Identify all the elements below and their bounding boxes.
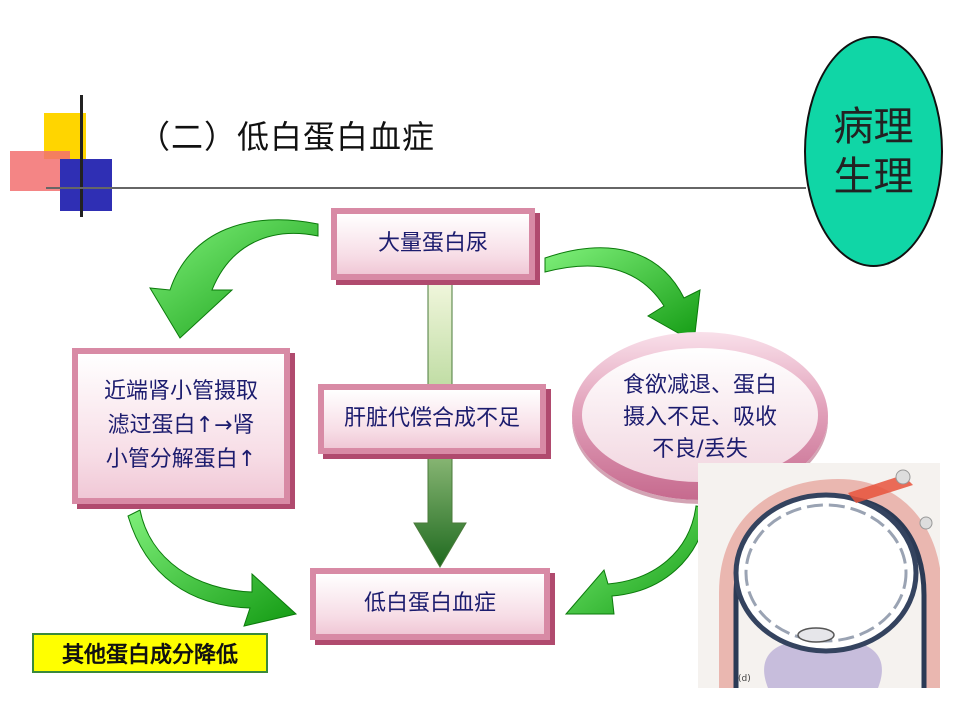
right-line-2: 摄入不足、吸收 bbox=[622, 404, 777, 430]
pathophysiology-badge: 病理 生理 bbox=[804, 36, 943, 267]
other-proteins-note: 其他蛋白成分降低 bbox=[32, 633, 268, 673]
glomerulus-illustration: (d) bbox=[698, 463, 940, 688]
title-divider bbox=[46, 187, 806, 189]
box-top-label: 大量蛋白尿 bbox=[377, 230, 488, 256]
glomerulus-drawing: (d) bbox=[698, 463, 940, 688]
box-hypoalbuminemia: 低白蛋白血症 bbox=[310, 568, 550, 640]
arrow-bottom-left bbox=[127, 509, 298, 627]
badge-line-1: 病理 bbox=[833, 103, 914, 150]
left-line-1: 近端肾小管摄取 bbox=[103, 378, 258, 404]
box-massive-proteinuria: 大量蛋白尿 bbox=[331, 208, 535, 280]
slide-title: （二）低白蛋白血症 bbox=[138, 118, 436, 156]
corner-decoration bbox=[10, 95, 126, 217]
intake-text: 食欲减退、蛋白 摄入不足、吸收 不良/丢失 bbox=[590, 370, 810, 466]
badge-line-2: 生理 bbox=[833, 153, 914, 200]
arrow-top-right bbox=[544, 247, 701, 343]
arrow-bottom-right bbox=[564, 505, 709, 615]
right-line-1: 食欲减退、蛋白 bbox=[622, 373, 777, 398]
left-line-3: 小管分解蛋白↑ bbox=[105, 447, 257, 473]
arrow-top-left bbox=[149, 219, 319, 339]
box-tubular-catabolism: 近端肾小管摄取 滤过蛋白↑→肾 小管分解蛋白↑ bbox=[72, 348, 290, 504]
box-middle-label: 肝脏代偿合成不足 bbox=[343, 405, 520, 431]
box-liver-compensation: 肝脏代偿合成不足 bbox=[318, 384, 546, 454]
box-bottom-label: 低白蛋白血症 bbox=[363, 590, 496, 616]
intake-oval-inner bbox=[582, 348, 818, 482]
figure-label: (d) bbox=[738, 674, 751, 684]
right-line-3: 不良/丢失 bbox=[652, 436, 748, 462]
left-line-2: 滤过蛋白↑→肾 bbox=[107, 412, 255, 438]
